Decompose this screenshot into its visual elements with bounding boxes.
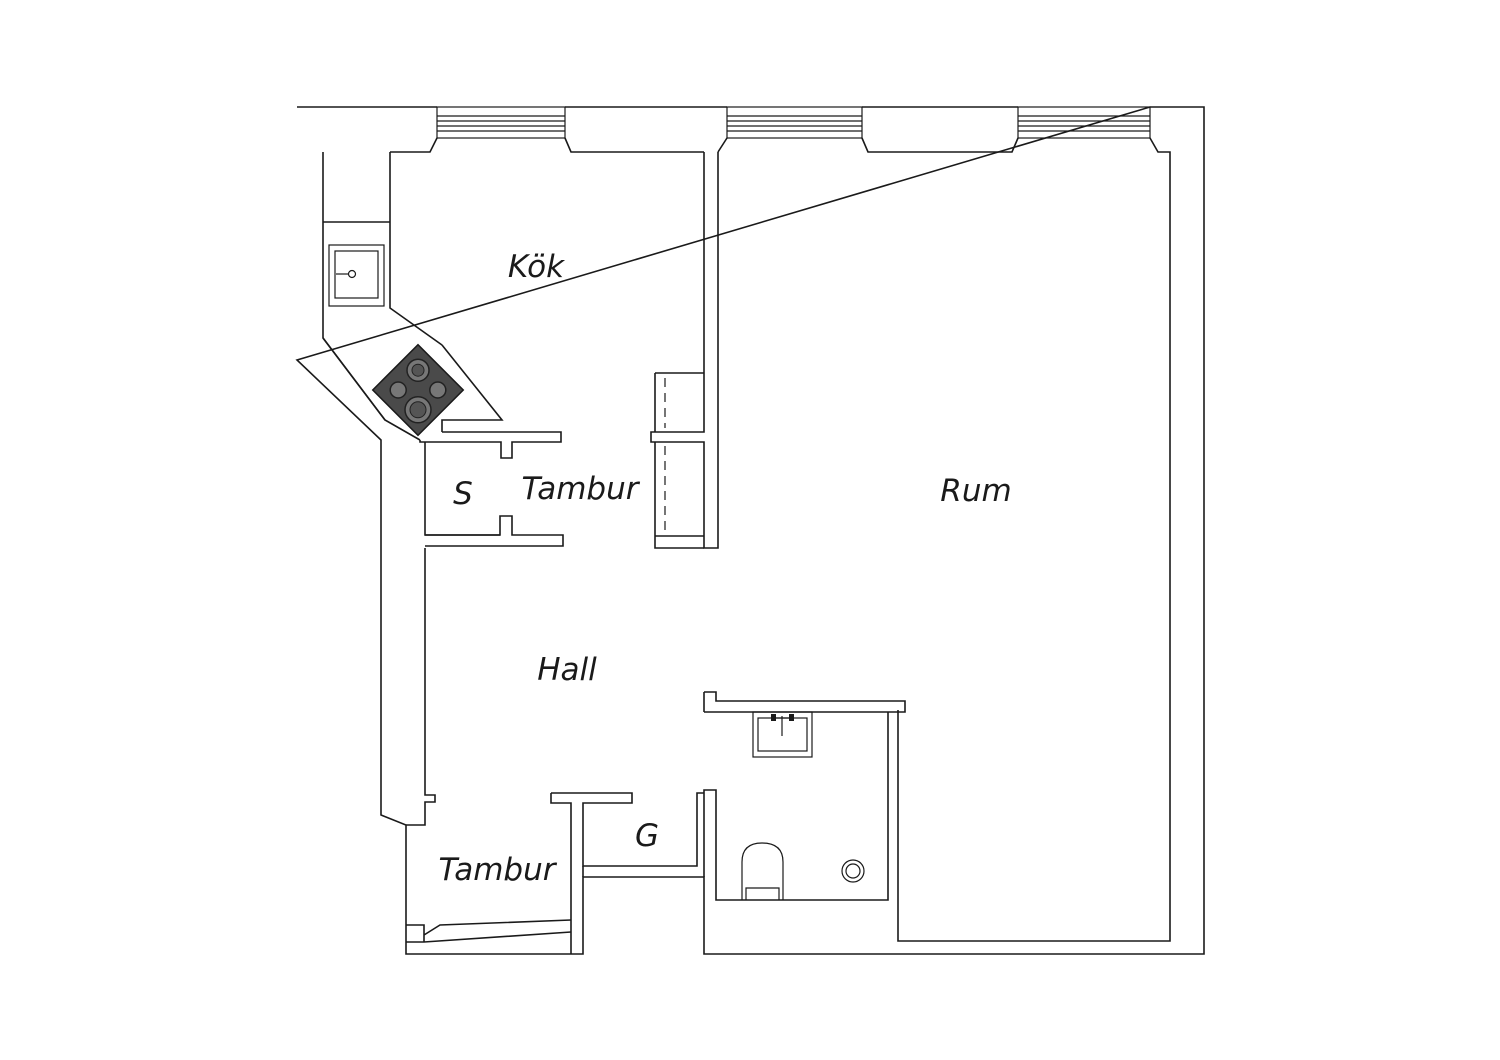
kitchen-counter — [322, 152, 504, 432]
interior-partition-kitchen-living — [650, 152, 719, 549]
label-vestibule-upper: Tambur — [522, 471, 641, 507]
label-kitchen: Kök — [508, 249, 565, 285]
label-hall: Hall — [537, 652, 597, 688]
exterior-wall-inner-hall — [406, 548, 436, 826]
label-living-room: Rum — [940, 473, 1011, 509]
interior-walls-closet-g — [550, 792, 704, 954]
window-living-2 — [1017, 106, 1151, 139]
toilet — [741, 842, 784, 900]
entrance-door — [406, 919, 572, 943]
exterior-wall-inner-living — [717, 137, 1171, 942]
exterior-walls — [295, 106, 1205, 955]
exterior-wall-outer — [295, 106, 1205, 955]
stove — [371, 343, 465, 437]
interior-walls-bathroom — [703, 691, 906, 901]
windows — [436, 106, 1151, 139]
window-kitchen — [436, 106, 566, 139]
interior-walls-tambur-s — [419, 431, 564, 547]
window-living-1 — [726, 106, 863, 139]
label-closet-s: S — [453, 476, 473, 512]
room-labels: Kök Rum Tambur S Hall Tambur G — [439, 249, 1012, 888]
floor-drain — [841, 859, 865, 883]
label-closet-g: G — [635, 818, 659, 854]
bathroom-sink — [752, 711, 813, 758]
label-vestibule-lower: Tambur — [439, 852, 558, 888]
kitchen-sink — [328, 244, 385, 307]
